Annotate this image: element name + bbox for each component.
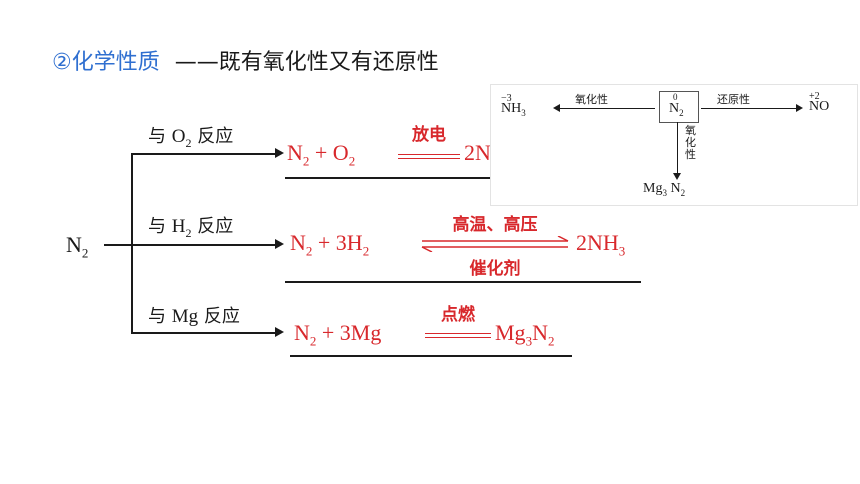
label-h2: 与 H2 反应 — [148, 212, 233, 241]
label-suffix: 反应 — [191, 216, 234, 237]
arrow-right — [701, 108, 797, 109]
label-sub: 2 — [185, 225, 192, 240]
heading-number: ② — [52, 50, 72, 75]
vertical-char: 化 — [685, 136, 696, 149]
arrowhead-icon — [275, 327, 284, 337]
branch-arrow-mg — [131, 332, 277, 334]
root-n2: N2 — [66, 232, 88, 261]
root-sub: 2 — [81, 245, 89, 261]
eq-sub: 3 — [525, 333, 533, 349]
species-part: N — [669, 101, 680, 116]
arrowhead-down-icon — [673, 173, 681, 180]
arrowhead-left-icon — [553, 104, 560, 112]
eq-sub: 2 — [305, 243, 313, 259]
eq-part: 2NH — [576, 230, 619, 255]
label-prefix: 与 — [148, 216, 172, 237]
equation-mg-rhs: Mg3N2 — [495, 320, 554, 349]
species-sub: 2 — [679, 107, 684, 118]
equals-sign — [398, 154, 460, 159]
equals-sign — [425, 333, 491, 338]
reversible-arrow-icon — [421, 236, 569, 252]
eq-sub: 2 — [309, 333, 317, 349]
heading-title: 化学性质 — [71, 50, 160, 75]
eq-part: N — [287, 140, 303, 165]
condition-ignite: 点燃 — [441, 305, 475, 325]
species-part: NH — [501, 101, 522, 116]
species-sub: 2 — [680, 187, 686, 198]
label-reactant: H — [171, 216, 186, 237]
redox-inset-diagram: −3 NH3 氧化性 0 N2 还原性 +2 NO 氧 化 性 Mg3 N2 — [490, 84, 858, 206]
label-reducing: 还原性 — [717, 93, 750, 106]
n2-box: 0 N2 — [659, 91, 699, 123]
eq-part: + 3Mg — [316, 320, 382, 345]
eq-part: N — [290, 230, 306, 255]
eq-sub: 2 — [362, 243, 370, 259]
ox-state-n2: 0 — [673, 92, 678, 102]
section-heading: ②化学性质 ——既有氧化性又有还原性 — [52, 44, 439, 76]
species-nh3: NH3 — [501, 101, 526, 118]
eq-sub: 2 — [302, 153, 310, 169]
label-suffix: 反应 — [191, 126, 234, 147]
label-prefix: 与 — [148, 306, 172, 327]
root-symbol: N — [66, 232, 82, 257]
vertical-char: 性 — [685, 148, 696, 161]
eq-part: Mg — [495, 320, 526, 345]
species-part: N — [666, 181, 681, 196]
label-reactant: O — [171, 126, 186, 147]
arrow-down — [677, 122, 678, 174]
species-mg3n2: Mg3 N2 — [643, 181, 685, 198]
branch-arrow-o2 — [131, 153, 277, 155]
species-sub: 3 — [662, 187, 667, 198]
ox-state-nh3: −3 — [501, 93, 512, 104]
label-suffix: 反应 — [198, 306, 240, 327]
arrowhead-right-icon — [796, 104, 803, 112]
eq-part: N — [294, 320, 310, 345]
eq-part: + 3H — [312, 230, 363, 255]
species-part: Mg — [643, 181, 663, 196]
equation-o2-lhs: N2 + O2 — [287, 140, 355, 169]
equation-h2-rhs: 2NH3 — [576, 230, 625, 259]
arrowhead-icon — [275, 148, 284, 158]
equation-h2-lhs: N2 + 3H2 — [290, 230, 369, 259]
label-prefix: 与 — [148, 126, 172, 147]
condition-discharge: 放电 — [412, 125, 446, 145]
vertical-char: 氧 — [685, 124, 696, 137]
label-sub: 2 — [185, 135, 192, 150]
heading-dash: —— — [174, 50, 219, 75]
arrowhead-icon — [275, 239, 284, 249]
tree-trunk — [131, 153, 133, 333]
species-sub: 3 — [521, 107, 526, 118]
eq-part: + O — [309, 140, 349, 165]
branch-arrow-h2 — [131, 244, 277, 246]
species-no: NO — [809, 99, 830, 114]
arrow-left — [559, 108, 655, 109]
heading-subtitle: 既有氧化性又有还原性 — [218, 50, 439, 75]
species-n2: N2 — [669, 101, 684, 118]
eq-part: N — [532, 320, 548, 345]
equation-mg-lhs: N2 + 3Mg — [294, 320, 381, 349]
root-connector — [104, 244, 132, 246]
eq-sub: 2 — [348, 153, 356, 169]
eq-sub: 2 — [547, 333, 555, 349]
ox-state-no: +2 — [809, 91, 820, 102]
label-oxidizing: 氧化性 — [575, 93, 608, 106]
eq-sub: 3 — [618, 243, 626, 259]
underline-mg — [290, 355, 572, 357]
condition-catalyst: 催化剂 — [469, 259, 521, 279]
label-o2: 与 O2 反应 — [148, 122, 233, 151]
underline-h2 — [285, 281, 641, 283]
label-reactant: Mg — [171, 306, 199, 327]
condition-high-temp-pressure: 高温、高压 — [452, 215, 538, 235]
label-mg: 与 Mg 反应 — [148, 302, 240, 328]
underline-o2 — [285, 177, 495, 179]
label-oxidizing-vertical: 氧 化 性 — [685, 125, 696, 161]
